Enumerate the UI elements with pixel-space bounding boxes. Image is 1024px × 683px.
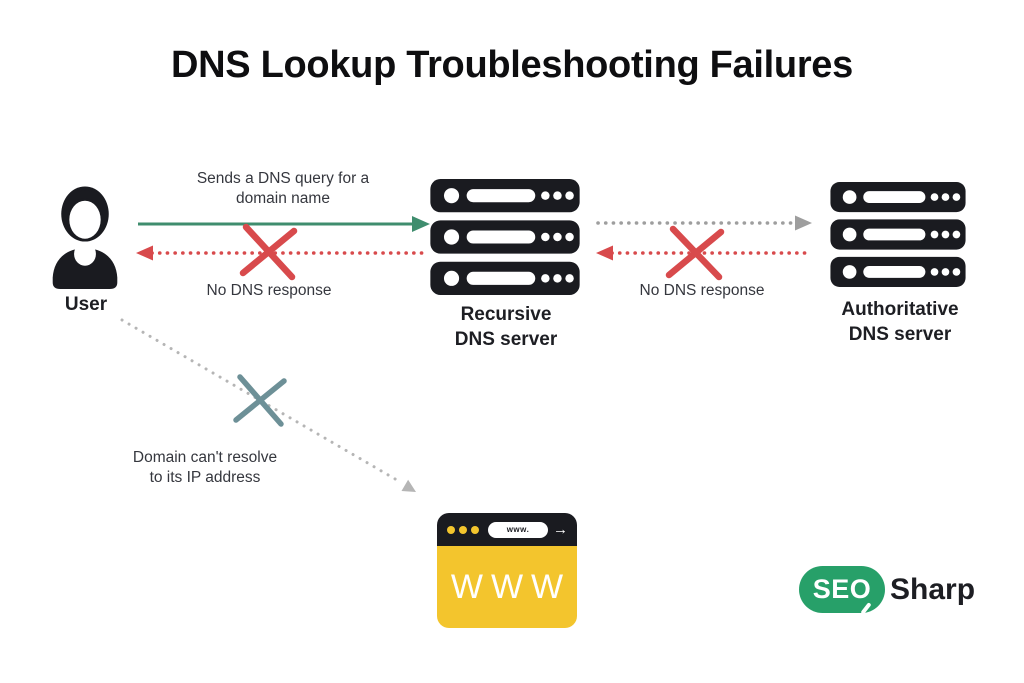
- browser-window-icon: www. → WWW: [437, 513, 577, 628]
- no-response-arrow-user: [136, 245, 430, 261]
- browser-titlebar: www. →: [437, 513, 577, 546]
- authoritative-dns-label: Authoritative DNS server: [841, 299, 959, 345]
- authoritative-dns-server-icon: [830, 182, 966, 292]
- query-arrow: [138, 216, 430, 232]
- resolve-failure-label: Domain can't resolve to its IP address: [132, 449, 278, 486]
- seosharp-logo: SEO Sharp: [799, 566, 976, 615]
- error-x-auth: [665, 225, 725, 281]
- recursive-dns-server-icon: [430, 179, 580, 300]
- logo-wordmark: Sharp: [890, 572, 976, 606]
- browser-content: WWW: [437, 546, 577, 628]
- user-icon: [47, 176, 123, 295]
- browser-dot-icon: [447, 525, 455, 534]
- error-x-resolve: [233, 374, 287, 427]
- recursive-dns-label: Recursive DNS server: [454, 304, 558, 350]
- page-title: DNS Lookup Troubleshooting Failures: [171, 44, 853, 86]
- error-x-user: [239, 223, 298, 281]
- seo-badge: SEO: [799, 566, 885, 615]
- no-response-arrow-auth: [596, 245, 814, 261]
- no-response-label-auth: No DNS response: [639, 282, 765, 299]
- browser-dot-icon: [471, 525, 479, 534]
- browser-dot-icon: [459, 525, 467, 534]
- forward-query-arrow: [596, 215, 812, 231]
- address-bar: www.: [488, 521, 548, 538]
- user-label: User: [64, 294, 108, 315]
- no-response-label-user: No DNS response: [206, 282, 332, 299]
- query-label: Sends a DNS query for a domain name: [196, 170, 370, 207]
- go-arrow-icon: →: [553, 521, 568, 538]
